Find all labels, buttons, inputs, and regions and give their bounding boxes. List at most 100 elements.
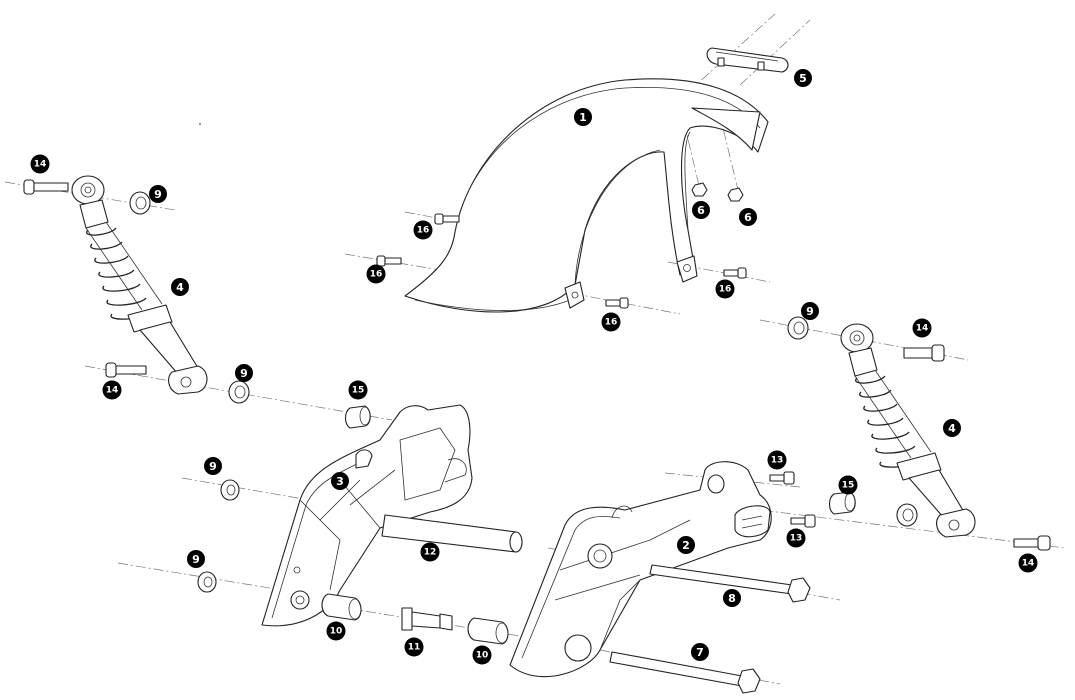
callout-badge — [943, 419, 961, 437]
callout-14: 14 — [1018, 553, 1038, 573]
callout-9: 9 — [235, 364, 253, 382]
callout-number: 10 — [476, 651, 489, 661]
callout-7: 7 — [691, 643, 709, 661]
bushings-10 — [321, 593, 509, 645]
callout-badge — [739, 208, 757, 226]
callout-number: 9 — [192, 553, 200, 566]
callout-5: 5 — [794, 69, 812, 87]
callout-13: 13 — [786, 528, 806, 548]
callout-9: 9 — [801, 302, 819, 320]
callout-badge — [366, 264, 386, 284]
callout-16: 16 — [601, 312, 621, 332]
stray-mark — [199, 123, 201, 125]
callout-number: 1 — [579, 111, 587, 124]
callout-16: 16 — [366, 264, 386, 284]
nuts-9 — [129, 191, 918, 593]
axle-bolt-7 — [609, 651, 761, 694]
callout-badge — [30, 154, 50, 174]
callout-badge — [404, 637, 424, 657]
callout-badge — [786, 528, 806, 548]
swingarm-left-bracket — [261, 404, 473, 627]
callout-number: 10 — [330, 627, 343, 637]
callout-number: 9 — [240, 367, 248, 380]
callout-number: 3 — [336, 475, 344, 488]
callout-badge — [326, 621, 346, 641]
callout-badge — [171, 278, 189, 296]
callout-number: 14 — [1022, 559, 1035, 569]
reflector-plate — [706, 47, 789, 73]
shock-absorber-right — [840, 323, 976, 538]
callout-3: 3 — [331, 472, 349, 490]
callout-number: 4 — [948, 422, 956, 435]
callout-16: 16 — [715, 279, 735, 299]
callout-number: 9 — [209, 460, 217, 473]
callout-badge — [472, 645, 492, 665]
callout-badge — [331, 472, 349, 490]
callout-badge — [692, 201, 710, 219]
callout-13: 13 — [767, 450, 787, 470]
callout-badge — [794, 69, 812, 87]
callout-badge — [235, 364, 253, 382]
callout-number: 11 — [408, 643, 421, 653]
callout-9: 9 — [149, 185, 167, 203]
callout-number: 16 — [370, 270, 383, 280]
bolts-16 — [376, 213, 747, 309]
callout-number: 5 — [799, 72, 807, 85]
callout-14: 14 — [102, 380, 122, 400]
callout-16: 16 — [413, 220, 433, 240]
callout-number: 8 — [728, 592, 736, 605]
sleeve-11 — [401, 607, 453, 631]
callout-badge — [413, 220, 433, 240]
callout-number: 7 — [696, 646, 704, 659]
callout-number: 9 — [806, 305, 814, 318]
callout-badge — [187, 550, 205, 568]
callout-14: 14 — [30, 154, 50, 174]
callout-badge — [767, 450, 787, 470]
callout-badge — [1018, 553, 1038, 573]
callout-number: 13 — [771, 456, 784, 466]
callout-badge — [723, 589, 741, 607]
callout-9: 9 — [187, 550, 205, 568]
callout-4: 4 — [171, 278, 189, 296]
callout-14: 14 — [912, 318, 932, 338]
callout-number: 6 — [744, 211, 752, 224]
callout-1: 1 — [574, 108, 592, 126]
callout-badge — [601, 312, 621, 332]
bushings-15 — [344, 405, 856, 515]
callout-number: 16 — [605, 318, 618, 328]
callout-10: 10 — [326, 621, 346, 641]
shock-absorber-left — [71, 175, 208, 395]
callout-8: 8 — [723, 589, 741, 607]
callout-number: 14 — [106, 386, 119, 396]
callout-6: 6 — [692, 201, 710, 219]
callout-number: 2 — [682, 539, 690, 552]
callout-badge — [348, 380, 368, 400]
bolts-13 — [769, 471, 816, 528]
callout-11: 11 — [404, 637, 424, 657]
callout-2: 2 — [677, 536, 695, 554]
callout-6: 6 — [739, 208, 757, 226]
spacer-tube-12 — [381, 514, 523, 553]
bolts-14 — [23, 179, 1051, 551]
callout-number: 16 — [417, 226, 430, 236]
callout-badge — [691, 643, 709, 661]
callout-number: 12 — [424, 548, 437, 558]
callout-number: 6 — [697, 204, 705, 217]
nuts-6 — [691, 182, 744, 202]
callout-number: 15 — [842, 481, 855, 491]
callout-number: 4 — [176, 281, 184, 294]
callout-15: 15 — [348, 380, 368, 400]
callout-badge — [204, 457, 222, 475]
callout-number: 9 — [154, 188, 162, 201]
callout-badge — [574, 108, 592, 126]
callout-number: 14 — [916, 324, 929, 334]
callout-badge — [912, 318, 932, 338]
callout-badge — [838, 475, 858, 495]
callout-badge — [801, 302, 819, 320]
callout-badge — [149, 185, 167, 203]
callout-number: 16 — [719, 285, 732, 295]
axle-bolt-8 — [649, 564, 811, 603]
callout-number: 13 — [790, 534, 803, 544]
callout-9: 9 — [204, 457, 222, 475]
